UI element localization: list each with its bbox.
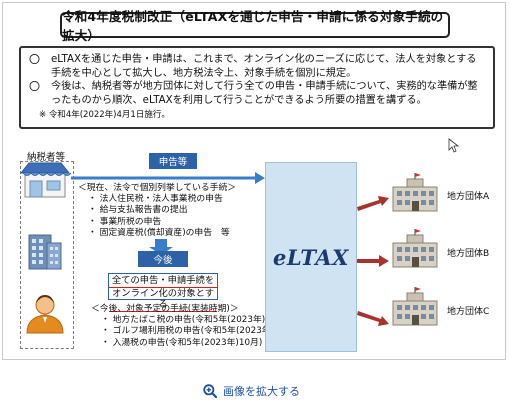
office-building-icon	[28, 234, 62, 270]
government-label-a: 地方団体A	[447, 192, 490, 202]
bullet-circle: 〇	[29, 80, 40, 93]
eltax-box: eLTAX	[265, 162, 357, 352]
future-tag: 今後	[138, 251, 188, 267]
description-text: 今後は、納税者等が地方団体に対して行う全ての申告・申請手続について、実務的な準備…	[51, 81, 478, 106]
list-heading: ＜今後、対象予定の手続(実装時期)＞	[91, 304, 239, 314]
list-item: ・ ゴルフ場利用税の申告(令和5年(2023年)10月)	[101, 326, 298, 337]
list-item: ・ 事業所税の申告	[88, 216, 162, 227]
diagram-graphics	[19, 138, 460, 334]
cursor-icon	[448, 138, 460, 153]
government-building-icon	[392, 229, 438, 268]
list-item: ・ 固定資産税(償却資産)の申告 等	[88, 227, 230, 238]
description-box: 〇 eLTAXを通じた申告・申請は、これまで、オンライン化のニーズに応じて、法人…	[19, 46, 495, 129]
enlarge-image-link[interactable]: 画像を拡大する	[203, 383, 300, 399]
zoom-in-icon	[203, 384, 217, 398]
bullet-circle: 〇	[29, 53, 40, 66]
distribution-arrows	[357, 196, 389, 326]
description-item: 〇 eLTAXを通じた申告・申請は、これまで、オンライン化のニーズに応じて、法人…	[29, 53, 485, 80]
list-item: ・ 入湯税の申告(令和5年(2023年)10月) 等	[101, 337, 280, 348]
submission-arrow	[71, 172, 265, 184]
list-item: ・ 給与支払報告書の提出	[88, 205, 188, 216]
government-label-b: 地方団体B	[447, 249, 490, 259]
government-building-icon	[392, 287, 438, 326]
list-item: ・ 地方たばこ税の申告(令和5年(2023年)10月)	[101, 315, 289, 326]
target-line: 全ての申告・申請手続を	[109, 275, 217, 288]
enlarge-label: 画像を拡大する	[223, 385, 300, 398]
submission-label: 申告等	[149, 153, 197, 169]
description-item: 〇 今後は、納税者等が地方団体に対して行う全ての申告・申請手続について、実務的な…	[29, 80, 485, 107]
eltax-logo: eLTAX	[273, 244, 349, 270]
taxpayer-label: 納税者等	[27, 152, 66, 163]
government-label-c: 地方団体C	[447, 307, 490, 317]
store-icon	[19, 162, 72, 198]
person-icon	[26, 295, 64, 334]
government-building-icon	[392, 173, 438, 212]
target-box: 全ての申告・申請手続を オンライン化の対象とする	[108, 273, 218, 312]
target-line: オンライン化の対象とする	[109, 288, 217, 312]
list-item: ・ 法人住民税・法人事業税の申告	[88, 194, 223, 205]
figure-frame: 令和4年度税制改正（eLTAXを通じた申告・申請に係る対象手続の拡大） 〇 eL…	[2, 2, 506, 360]
description-text: eLTAXを通じた申告・申請は、これまで、オンライン化のニーズに応じて、法人を対…	[51, 54, 477, 79]
enforcement-note: ※ 令和4年(2022年)4月1日施行。	[39, 110, 170, 120]
figure-title: 令和4年度税制改正（eLTAXを通じた申告・申請に係る対象手続の拡大）	[60, 9, 450, 43]
current-procedures-list: ＜現在、法令で個別列挙している手続＞ ・ 法人住民税・法人事業税の申告 ・ 給与…	[78, 183, 236, 239]
list-heading: ＜現在、法令で個別列挙している手続＞	[78, 183, 237, 193]
planned-procedures-list: ＜今後、対象予定の手続(実装時期)＞ ・ 地方たばこ税の申告(令和5年(2023…	[91, 304, 297, 349]
